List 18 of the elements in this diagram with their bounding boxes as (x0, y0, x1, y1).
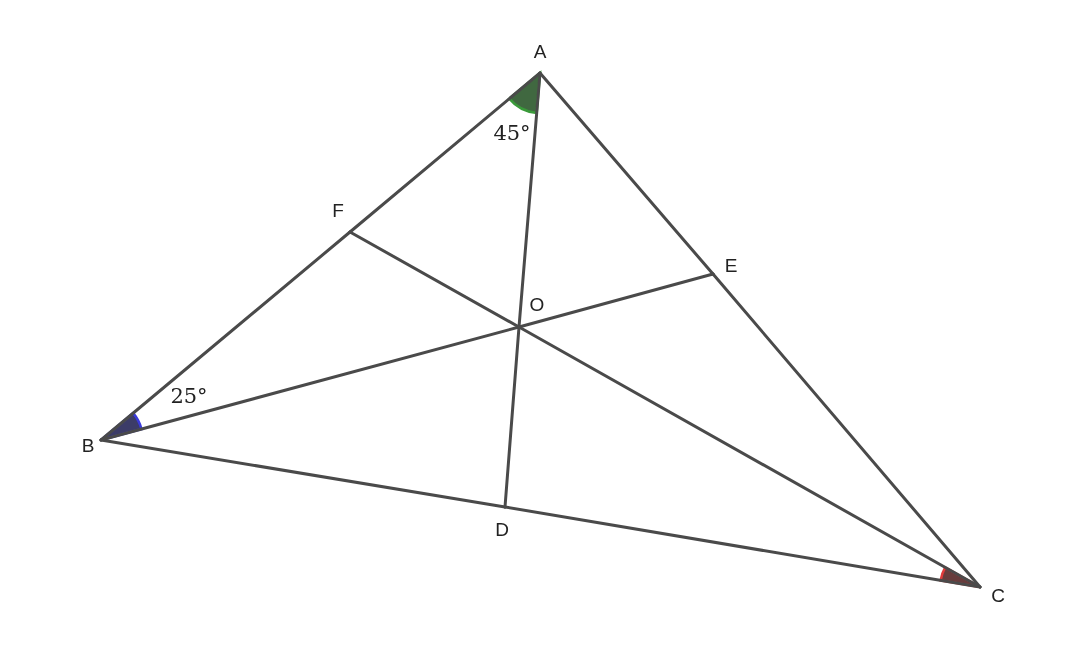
angle-label: 45° (493, 122, 531, 144)
point-label: C (991, 586, 1005, 606)
line-segment (99, 438, 507, 509)
line-segment (348, 71, 542, 234)
angle-label: 25° (170, 385, 208, 407)
point-label: O (529, 295, 545, 315)
point-label: E (724, 256, 738, 276)
line-segment (99, 325, 521, 442)
line-segment (517, 272, 715, 329)
line-segment (99, 230, 352, 442)
line-segment (348, 230, 521, 329)
line-segment (517, 325, 982, 589)
point-label: D (495, 520, 509, 540)
point-label: A (533, 42, 547, 62)
line-segment (711, 272, 982, 589)
point-label: F (332, 201, 344, 221)
point-label: B (81, 436, 95, 456)
line-segment (538, 71, 715, 276)
